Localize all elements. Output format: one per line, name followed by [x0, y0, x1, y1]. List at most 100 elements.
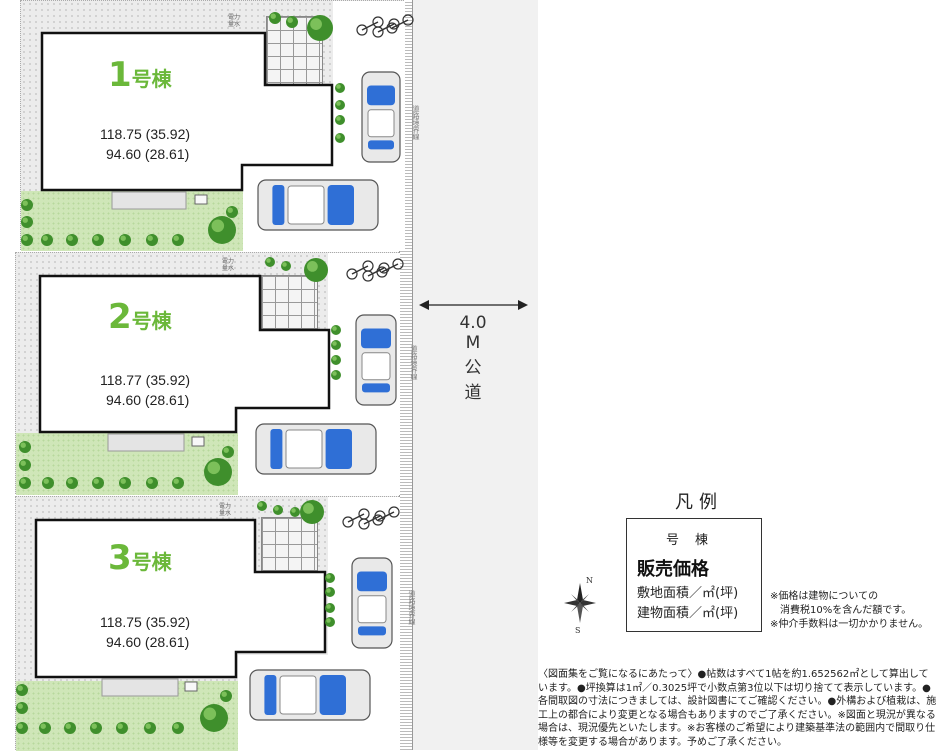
- shrub-icon: [39, 722, 51, 734]
- shrub-icon: [335, 133, 345, 143]
- bicycle-icon: [346, 260, 374, 280]
- shrub-icon: [300, 500, 324, 524]
- arrow-right-icon: [518, 300, 528, 310]
- car-icon: [355, 314, 397, 406]
- shrub-icon: [172, 722, 184, 734]
- shrub-icon: [331, 370, 341, 380]
- shrub-icon: [119, 234, 131, 246]
- shrub-icon: [331, 355, 341, 365]
- house-2-building-area: 94.60 (28.61): [106, 392, 190, 408]
- legend-box: 号棟 販売価格 敷地面積／㎡(坪) 建物面積／㎡(坪): [626, 518, 762, 632]
- shrub-icon: [325, 573, 335, 583]
- house-3-suffix: 号棟: [131, 550, 172, 574]
- shrub-icon: [325, 587, 335, 597]
- car-icon: [249, 669, 371, 721]
- shrub-icon: [16, 722, 28, 734]
- bicycle-icon: [362, 262, 390, 282]
- shrub-icon: [281, 261, 291, 271]
- house-1-footprint: [40, 31, 334, 192]
- car-icon: [361, 71, 401, 163]
- svg-text:N: N: [586, 576, 593, 585]
- shrub-icon: [66, 477, 78, 489]
- shrub-icon: [222, 446, 234, 458]
- shrub-icon: [304, 258, 328, 282]
- disclaimer-text: 〈図面集をご覧になるにあたって〉●帖数はすべて1帖を約1.652562㎡として算…: [538, 669, 937, 748]
- price-notes: ※価格は建物についての 消費税10%を含んだ額です。 ※仲介手数料は一切かかりま…: [770, 590, 928, 632]
- shrub-icon: [335, 115, 345, 125]
- compass-icon: N S: [564, 576, 596, 635]
- bicycle-icon: [376, 258, 404, 278]
- shrub-icon: [21, 199, 33, 211]
- note-tax-2: 消費税10%を含んだ額です。: [770, 605, 912, 616]
- bicycle-icon: [358, 510, 386, 530]
- bicycle-icon: [386, 14, 414, 34]
- shrub-icon: [42, 477, 54, 489]
- house-2-number: 2: [108, 297, 132, 337]
- shrub-icon: [204, 458, 232, 486]
- shrub-icon: [144, 722, 156, 734]
- car-icon: [255, 423, 377, 475]
- shrub-icon: [119, 477, 131, 489]
- house-3-footprint: [34, 518, 327, 679]
- house-3-building-area: 94.60 (28.61): [106, 634, 190, 650]
- legend-price: 販売価格: [637, 559, 709, 580]
- house-1-number: 1: [108, 55, 132, 95]
- house-1-suffix: 号棟: [131, 67, 172, 91]
- shrub-icon: [66, 234, 78, 246]
- deck-3: [101, 678, 179, 697]
- bicycle-icon: [356, 16, 384, 36]
- boundary-note-2: 道路境界線: [410, 345, 418, 380]
- shrub-icon: [172, 234, 184, 246]
- shrub-icon: [307, 15, 333, 41]
- shrub-icon: [286, 16, 298, 28]
- house-2-footprint: [38, 274, 331, 434]
- shrub-icon: [265, 257, 275, 267]
- shrub-icon: [19, 441, 31, 453]
- legend-house-number: 号棟: [665, 533, 724, 548]
- shrub-icon: [146, 234, 158, 246]
- shrub-icon: [92, 477, 104, 489]
- road-type-1: 公: [464, 358, 482, 378]
- svg-text:S: S: [575, 626, 580, 635]
- shrub-icon: [269, 12, 281, 24]
- shrub-icon: [257, 501, 267, 511]
- house-3-label: 3号棟: [108, 538, 172, 578]
- shrub-icon: [273, 505, 283, 515]
- shrub-icon: [325, 603, 335, 613]
- shrub-icon: [146, 477, 158, 489]
- shrub-icon: [21, 234, 33, 246]
- boundary-note-1: 道路境界線: [412, 105, 420, 140]
- arrow-left-icon: [419, 300, 429, 310]
- deck-1: [111, 191, 187, 210]
- ac-unit-2: [191, 436, 205, 447]
- house-2-land-area: 118.77 (35.92): [100, 372, 191, 388]
- shrub-icon: [41, 234, 53, 246]
- house-1-label: 1号棟: [108, 55, 172, 95]
- shrub-icon: [64, 722, 76, 734]
- house-1-building-area: 94.60 (28.61): [106, 146, 190, 162]
- shrub-icon: [200, 704, 228, 732]
- shrub-icon: [172, 477, 184, 489]
- shrub-icon: [290, 507, 300, 517]
- meter-note-3: 電力量水: [219, 503, 232, 517]
- legend-land-area: 敷地面積／㎡(坪): [637, 586, 739, 601]
- house-2-areas: 118.77 (35.92) 94.60 (28.61): [100, 370, 190, 410]
- shrub-icon: [220, 690, 232, 702]
- note-commission: ※仲介手数料は一切かかりません。: [770, 619, 929, 630]
- bicycle-icon: [372, 506, 400, 526]
- boundary-note-3: 道路境界線: [408, 590, 416, 625]
- house-3-land-area: 118.75 (35.92): [100, 614, 191, 630]
- shrub-icon: [16, 702, 28, 714]
- ac-unit-3: [184, 681, 198, 692]
- shrub-icon: [331, 340, 341, 350]
- house-2-label: 2号棟: [108, 297, 172, 337]
- shrub-icon: [116, 722, 128, 734]
- shrub-icon: [16, 684, 28, 696]
- road-label: 4.0 M 公 道: [448, 313, 498, 403]
- house-3-areas: 118.75 (35.92) 94.60 (28.61): [100, 612, 190, 652]
- house-2-suffix: 号棟: [131, 309, 172, 333]
- shrub-icon: [90, 722, 102, 734]
- house-3-number: 3: [108, 538, 132, 578]
- deck-2: [107, 433, 185, 452]
